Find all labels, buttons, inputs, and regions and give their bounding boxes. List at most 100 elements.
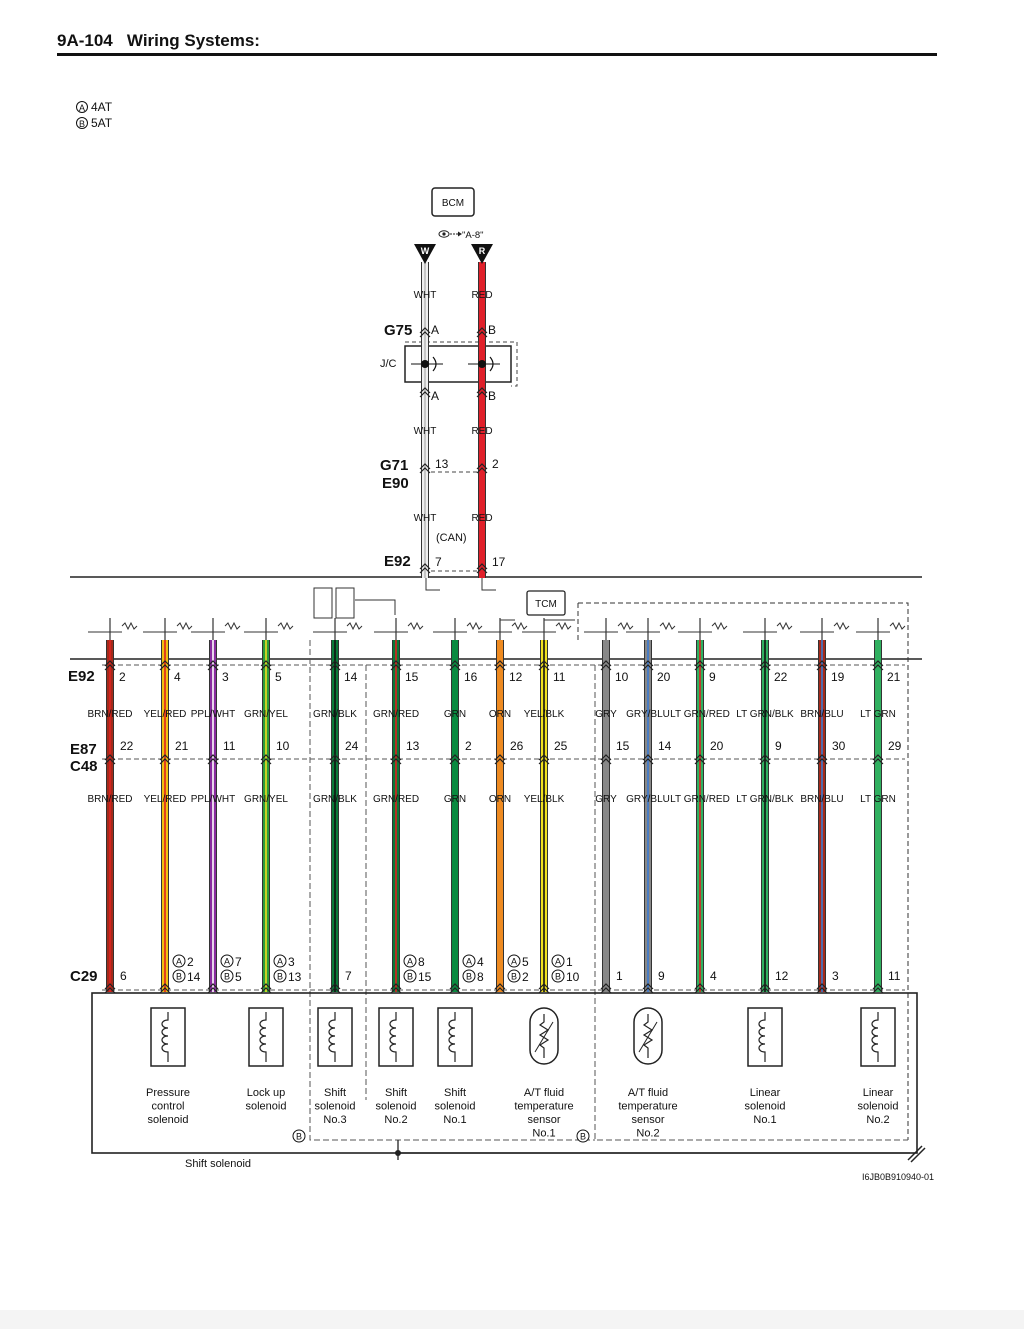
wire-color-code: GRN/YEL: [244, 709, 288, 720]
option-marker: A: [507, 954, 521, 968]
component-label: No.1: [443, 1114, 466, 1126]
tcm-internal-circuits: [313, 578, 909, 1140]
component-label: control: [151, 1101, 184, 1113]
jc-label: J/C: [380, 358, 397, 370]
svg-text:B: B: [277, 972, 283, 982]
wire-color-code: GRY/BLU: [626, 709, 670, 720]
component-label: Lock up: [247, 1087, 286, 1099]
tcm-pin-circuit: [522, 618, 572, 640]
connector-c29: C29: [70, 968, 98, 985]
bcm-label: BCM: [442, 198, 464, 209]
component-label: solenoid: [315, 1101, 356, 1113]
svg-text:A: A: [466, 957, 472, 967]
wire-color-code: BRN/BLU: [800, 794, 843, 805]
pin-number: 10: [615, 670, 629, 684]
component-label: solenoid: [435, 1101, 476, 1113]
wire-color-code: BRN/RED: [87, 794, 132, 805]
pin-number: 16: [464, 670, 478, 684]
wire-color-code: LT GRN/RED: [670, 794, 730, 805]
wire-color-code: GRN: [444, 709, 466, 720]
pin-number: 5: [235, 970, 242, 984]
component-label: solenoid: [246, 1101, 287, 1113]
pin-number: 26: [510, 739, 524, 753]
solenoid-coil-icon: [378, 1007, 414, 1067]
pin-number: 13: [288, 970, 302, 984]
component-label: No.1: [532, 1128, 555, 1140]
legend-item-4at: A 4AT: [76, 100, 112, 114]
pin-number: 3: [832, 969, 839, 983]
wire-color-code: WHT: [414, 290, 437, 301]
connector-e92-top: E92: [384, 553, 411, 570]
pin-number: 8: [477, 970, 484, 984]
wire-color-code: GRY: [595, 794, 617, 805]
option-b-marker: B: [292, 1129, 306, 1143]
pin-number: 24: [345, 739, 359, 753]
solenoid-coil-icon: [317, 1007, 353, 1067]
pin-number: 15: [405, 670, 419, 684]
wire-color-code: PPL/WHT: [191, 794, 235, 805]
option-marker: B: [172, 969, 186, 983]
pin-number: 4: [174, 670, 181, 684]
pin-number: 25: [554, 739, 568, 753]
legend-text: 5AT: [91, 116, 113, 130]
pin-number: 14: [344, 670, 358, 684]
labels-layer: WHTWHTWHTAA137REDREDREDBB217222BRN/REDBR…: [87, 290, 901, 1140]
wire-color-code: RED: [471, 513, 492, 524]
pin-number: 29: [888, 739, 902, 753]
svg-text:A: A: [277, 957, 283, 967]
component-label: solenoid: [148, 1114, 189, 1126]
option-marker: B: [220, 969, 234, 983]
pin-number: 20: [710, 739, 724, 753]
component-label: temperature: [618, 1101, 677, 1113]
components-layer: [150, 1007, 896, 1067]
wire-color-code: GRN/YEL: [244, 794, 288, 805]
tcm-pin-circuit: [584, 618, 634, 640]
connector-e87: E87: [70, 741, 97, 758]
pin-number: 2: [465, 739, 472, 753]
svg-text:B: B: [466, 972, 472, 982]
pin-number: 22: [120, 739, 134, 753]
component-label: No.3: [323, 1114, 346, 1126]
pin-number: 15: [616, 739, 630, 753]
wire-color-code: ORN: [489, 709, 511, 720]
pin-number: 1: [566, 955, 573, 969]
wire-color-code: GRY: [595, 709, 617, 720]
pin-number: B: [488, 323, 496, 337]
page-title: 9A-104 Wiring Systems:: [57, 31, 260, 50]
pin-number: 3: [288, 955, 295, 969]
diagram-structure: BCM "A-8" J/C (CAN) TCM: [68, 187, 934, 1182]
tcm-pin-circuit: [800, 618, 850, 640]
connector-g75: G75: [384, 322, 412, 339]
component-label: Pressure: [146, 1087, 190, 1099]
tcm-pin-circuit: [743, 618, 793, 640]
pin-number: 6: [120, 969, 127, 983]
pin-number: 12: [509, 670, 523, 684]
wire-color-code: GRN/RED: [373, 709, 419, 720]
tcm-pin-circuit: [626, 618, 676, 640]
option-marker: A: [462, 954, 476, 968]
header-rule: [57, 53, 937, 56]
solenoid-coil-icon: [860, 1007, 896, 1067]
wire-color-code: PPL/WHT: [191, 709, 235, 720]
pin-number: 8: [418, 955, 425, 969]
wire-color-code: LT GRN: [860, 709, 896, 720]
wire-color-code: GRN/BLK: [313, 709, 357, 720]
pin-number: A: [431, 389, 439, 403]
tcm-pin-circuit: [88, 618, 138, 640]
tcm-pin-circuit: [856, 618, 906, 640]
component-label: solenoid: [376, 1101, 417, 1113]
pin-number: 20: [657, 670, 671, 684]
pin-number: 2: [492, 457, 499, 471]
wire-color-code: GRN/BLK: [313, 794, 357, 805]
pin-number: 7: [435, 555, 442, 569]
tcm-pin-circuit: [143, 618, 193, 640]
legend-mark: B: [76, 117, 88, 129]
pin-number: 11: [553, 670, 566, 684]
wire-color-code: GRY/BLU: [626, 794, 670, 805]
connector-e92: E92: [68, 668, 95, 685]
wiring-diagram: BCM "A-8" J/C (CAN) TCM: [68, 187, 934, 1182]
svg-text:A: A: [511, 957, 517, 967]
pin-number: 13: [406, 739, 420, 753]
shift-solenoid-label: Shift solenoid: [185, 1158, 251, 1170]
